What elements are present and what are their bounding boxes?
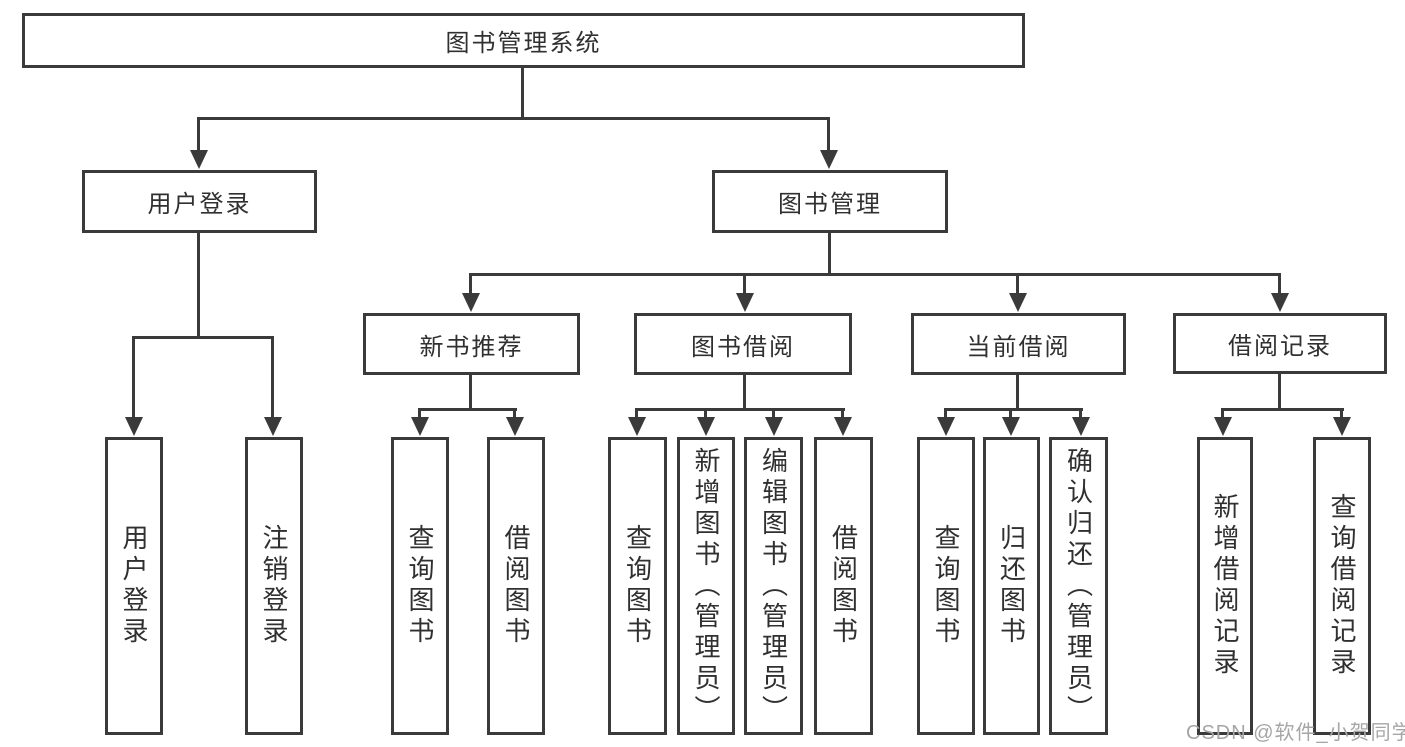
connector-arrow-shaft: [743, 273, 746, 298]
node-label: 查询图书: [931, 524, 961, 648]
connector-arrow-shaft: [704, 408, 707, 422]
leaf-borrow-books-2: 借阅图书: [814, 437, 873, 735]
arrowhead: [190, 150, 208, 169]
connector-user-stem: [197, 233, 200, 339]
arrowhead: [834, 417, 852, 436]
leaf-add-borrow-record: 新增借阅记录: [1197, 437, 1253, 735]
node-label: 借阅图书: [828, 524, 859, 648]
connector-current-bar: [944, 408, 1083, 411]
connector-arrow-shaft: [1221, 408, 1224, 422]
node-label: 当前借阅: [966, 333, 1071, 361]
connector-borrow-stem: [743, 375, 746, 410]
node-label: 借阅记录: [1228, 333, 1332, 360]
connector-arrow-shaft: [1340, 408, 1343, 422]
arrowhead: [411, 417, 429, 436]
arrowhead: [628, 417, 646, 436]
connector-arrow-shaft: [944, 408, 947, 422]
leaf-confirm-return-admin: 确认归还（管理员）: [1049, 437, 1108, 735]
arrowhead: [462, 293, 480, 312]
arrowhead: [765, 417, 783, 436]
leaf-query-books-current: 查询图书: [917, 437, 975, 735]
connector-current-stem: [1016, 375, 1019, 410]
node-book-management: 图书管理: [712, 170, 948, 233]
arrowhead: [1009, 293, 1027, 312]
node-label: 用户登录: [119, 524, 149, 648]
node-label: 确认归还（管理员）: [1063, 446, 1094, 726]
node-label: 图书借阅: [691, 333, 795, 361]
leaf-edit-book-admin: 编辑图书（管理员）: [744, 437, 803, 735]
node-user-login: 用户登录: [82, 170, 317, 233]
node-new-book-recommend: 新书推荐: [363, 313, 580, 375]
node-label: 查询借阅记录: [1327, 493, 1357, 679]
node-label: 新书推荐: [419, 333, 524, 361]
connector-root-stem: [521, 65, 524, 120]
connector-arrow-shaft: [469, 273, 472, 298]
csdn-watermark: CSDN @软件_小贺同学: [1186, 722, 1405, 744]
connector-arrow-shaft: [1079, 408, 1082, 422]
connector-arrow-shaft: [841, 408, 844, 422]
leaf-add-book-admin: 新增图书（管理员）: [677, 437, 735, 735]
leaf-query-books-borrow: 查询图书: [608, 437, 667, 735]
leaf-query-books-recommend: 查询图书: [391, 437, 449, 735]
connector-user-bar: [132, 336, 274, 339]
node-label: 注销登录: [259, 524, 289, 648]
leaf-user-login: 用户登录: [105, 437, 163, 735]
connector-arrow-shaft: [197, 118, 200, 154]
connector-mgmt-bar: [469, 273, 1281, 276]
node-label: 用户登录: [147, 191, 252, 218]
connector-record-bar: [1221, 408, 1344, 411]
node-label: 图书管理系统: [445, 30, 602, 57]
connector-arrow-shaft: [772, 408, 775, 422]
node-label: 查询图书: [405, 524, 435, 648]
arrowhead: [1333, 417, 1351, 436]
arrowhead: [1072, 417, 1090, 436]
leaf-borrow-books-recommend: 借阅图书: [487, 437, 545, 735]
connector-arrow-shaft: [1278, 273, 1281, 298]
node-label: 新增借阅记录: [1210, 493, 1240, 679]
arrowhead: [1271, 293, 1289, 312]
node-label: 借阅图书: [501, 524, 531, 648]
node-label: 查询图书: [622, 524, 653, 648]
connector-record-stem: [1278, 374, 1281, 410]
connector-root-bar: [197, 117, 830, 120]
connector-arrow-shaft: [635, 408, 638, 422]
arrowhead: [736, 293, 754, 312]
connector-recommend-bar: [418, 408, 517, 411]
connector-recommend-stem: [469, 375, 472, 410]
arrowhead: [697, 417, 715, 436]
arrowhead: [820, 150, 838, 169]
connector-arrow-shaft: [132, 336, 135, 421]
node-label: 归还图书: [996, 524, 1027, 648]
leaf-return-book: 归还图书: [983, 437, 1040, 735]
node-current-borrow: 当前借阅: [911, 313, 1126, 375]
node-root: 图书管理系统: [22, 13, 1025, 68]
arrowhead: [937, 417, 955, 436]
connector-borrow-bar: [635, 408, 845, 411]
leaf-query-borrow-record: 查询借阅记录: [1313, 437, 1371, 735]
connector-arrow-shaft: [1016, 273, 1019, 298]
node-label: 图书管理: [778, 191, 882, 218]
connector-arrow-shaft: [271, 336, 274, 421]
arrowhead: [264, 417, 282, 436]
node-borrow-record: 借阅记录: [1173, 313, 1387, 374]
arrowhead: [1214, 417, 1232, 436]
connector-arrow-shaft: [827, 118, 830, 154]
connector-mgmt-stem: [828, 233, 831, 276]
node-label: 新增图书（管理员）: [691, 446, 721, 726]
arrowhead: [125, 417, 143, 436]
leaf-logout: 注销登录: [245, 437, 303, 735]
connector-arrow-shaft: [418, 408, 421, 422]
arrowhead: [506, 417, 524, 436]
node-book-borrow: 图书借阅: [634, 313, 852, 375]
connector-arrow-shaft: [513, 408, 516, 422]
node-label: 编辑图书（管理员）: [758, 446, 789, 726]
connector-arrow-shaft: [1009, 408, 1012, 422]
arrowhead: [1002, 417, 1020, 436]
